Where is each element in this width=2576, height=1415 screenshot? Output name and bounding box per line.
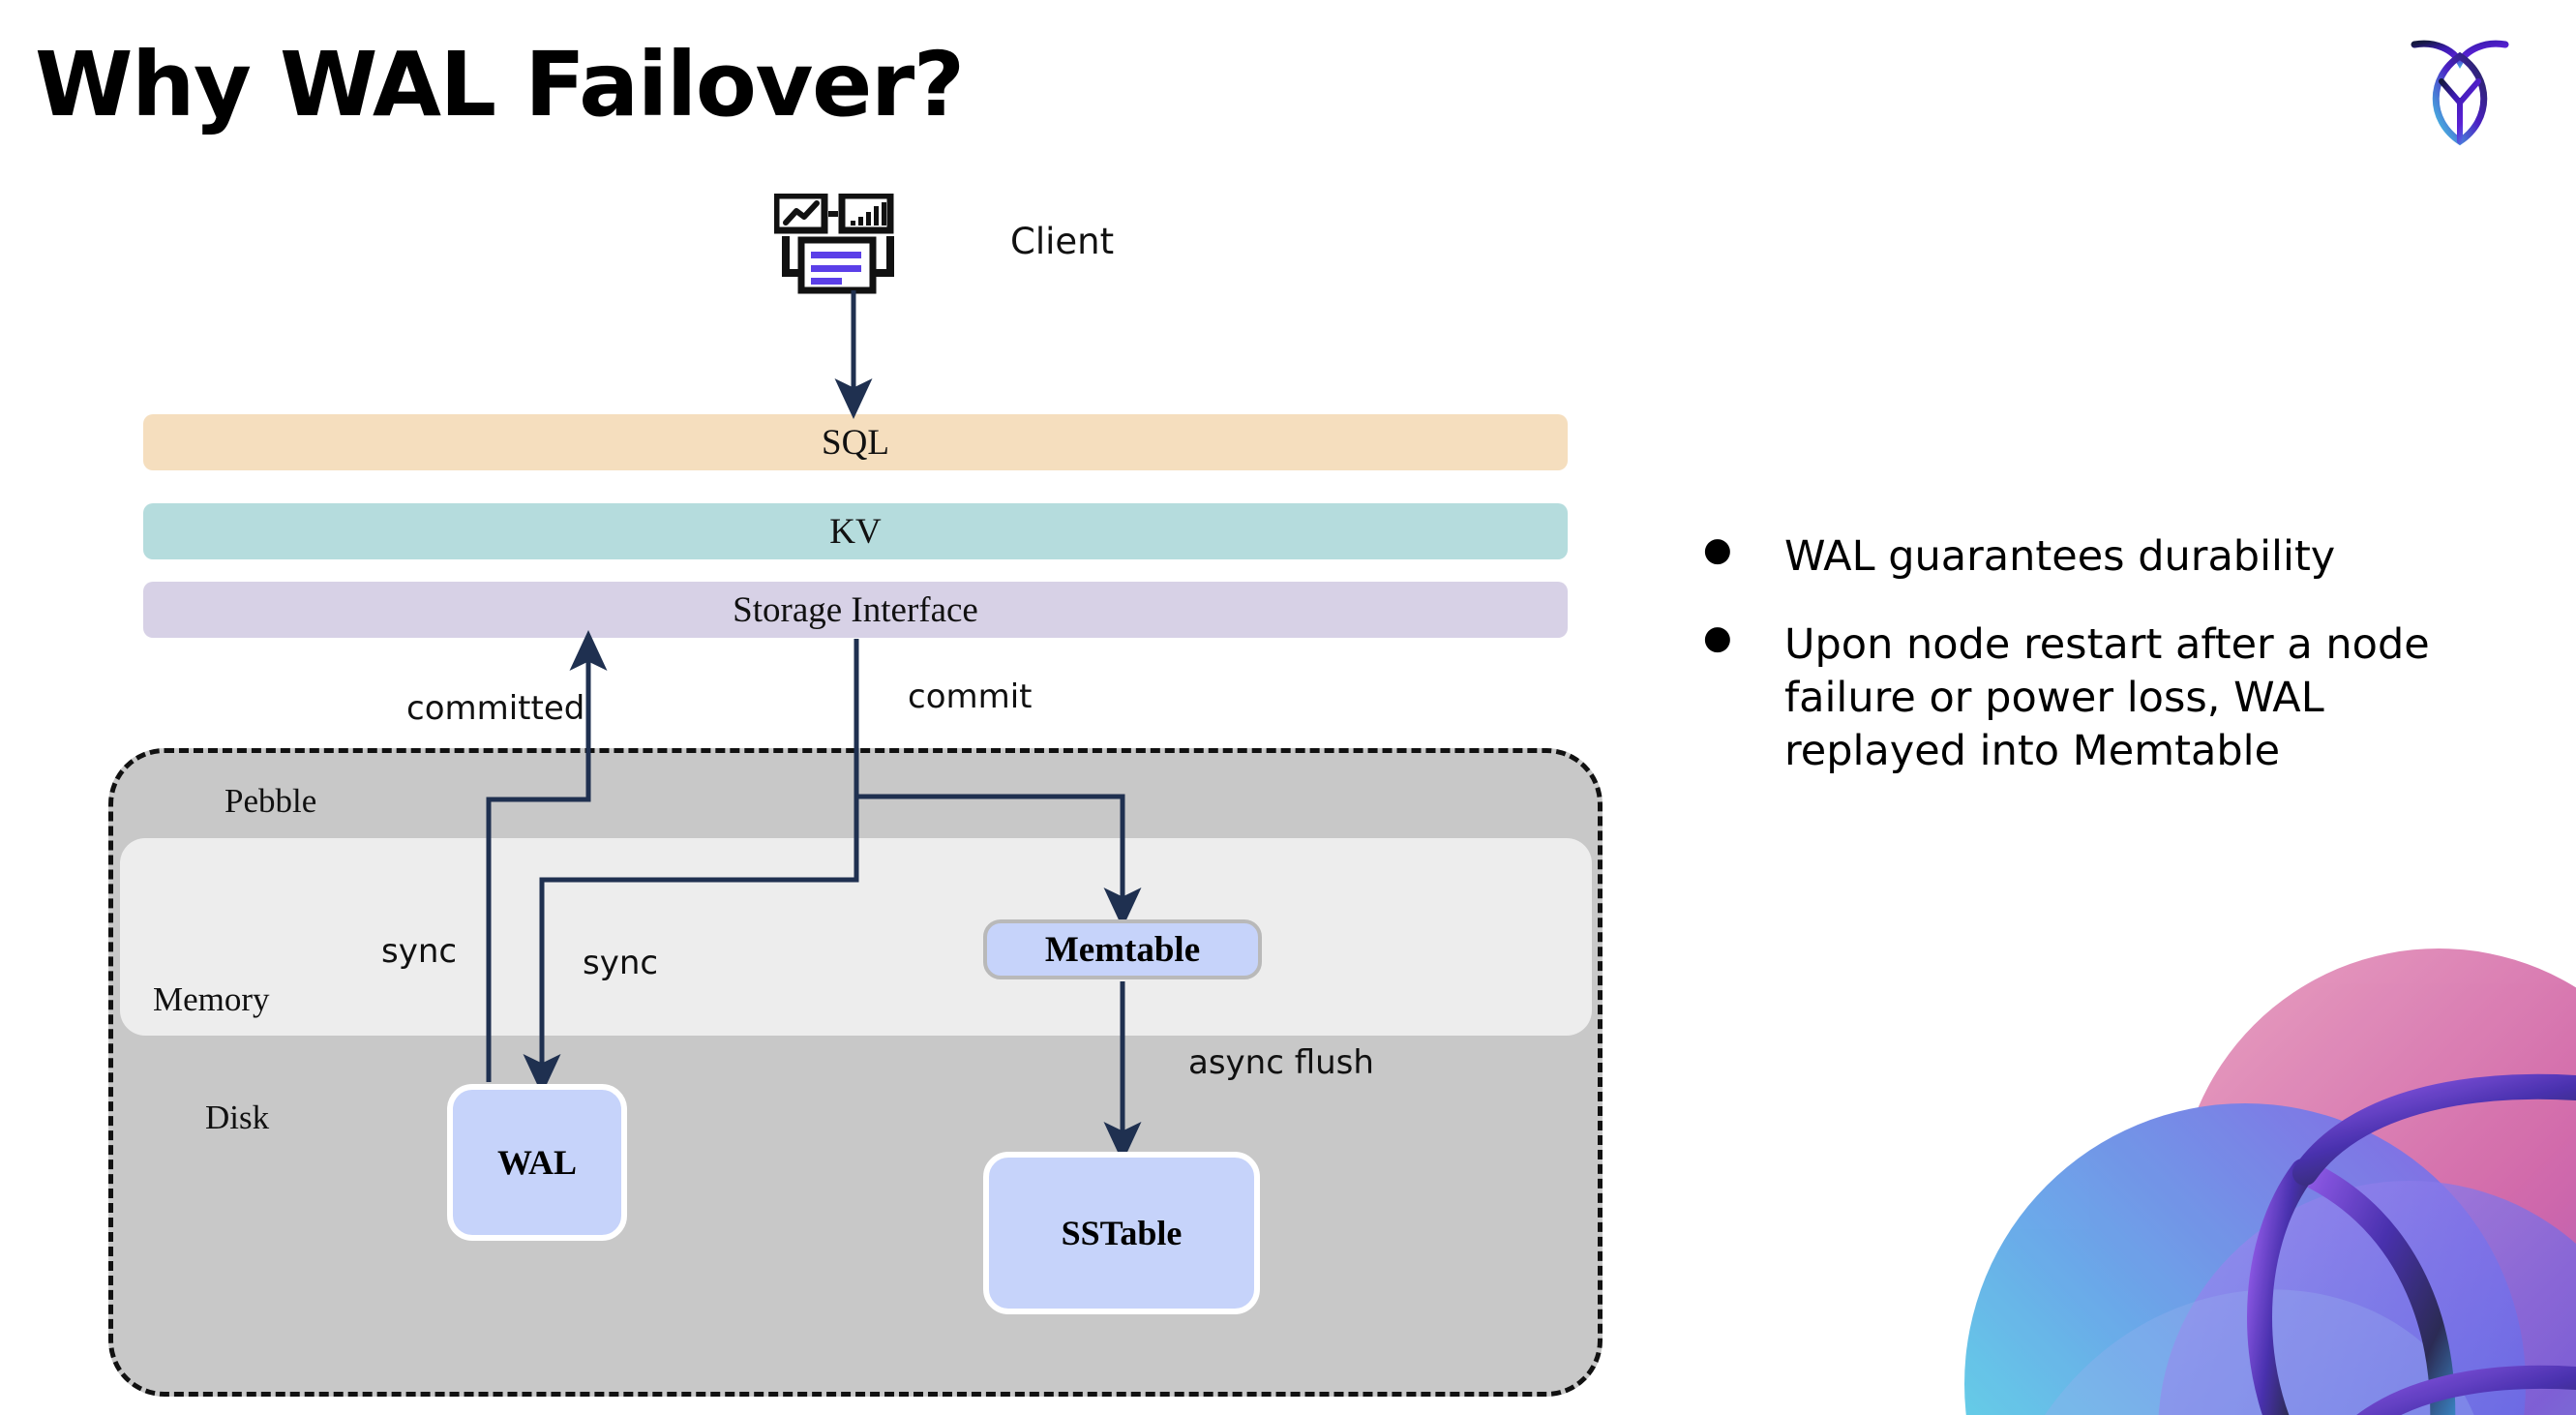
bullet-text: WAL guarantees durability: [1784, 532, 2336, 581]
node-wal-label: WAL: [496, 1143, 578, 1182]
edge-label-sync-left: sync: [381, 932, 458, 971]
layer-bar-storage-interface-label: Storage Interface: [733, 589, 978, 630]
edge-label-async-flush: async flush: [1188, 1043, 1374, 1082]
bullet-marker-icon: ●: [1703, 618, 1732, 658]
pebble-label: Pebble: [225, 782, 317, 820]
client-monitor-icon: [772, 192, 929, 300]
node-sstable-label: SSTable: [1061, 1214, 1183, 1252]
layer-bar-sql-label: SQL: [822, 422, 889, 463]
layer-bar-kv-label: KV: [829, 511, 882, 552]
layer-bar-sql: SQL: [143, 414, 1568, 470]
memory-region: [120, 838, 1592, 1036]
node-sstable: SSTable: [983, 1152, 1260, 1314]
disk-region-label: Disk: [205, 1099, 270, 1136]
node-memtable-label: Memtable: [1044, 929, 1201, 970]
node-wal: WAL: [447, 1084, 627, 1241]
list-item: ● Upon node restart after a node failure…: [1703, 618, 2506, 778]
bullet-list: ● WAL guarantees durability ● Upon node …: [1703, 530, 2506, 813]
bullet-marker-icon: ●: [1703, 530, 1732, 569]
layer-bar-kv: KV: [143, 503, 1568, 559]
edge-label-sync-right: sync: [583, 944, 659, 982]
node-memtable: Memtable: [983, 919, 1262, 979]
bullet-text: Upon node restart after a node failure o…: [1784, 620, 2430, 776]
memory-region-label: Memory: [153, 980, 270, 1018]
list-item: ● WAL guarantees durability: [1703, 530, 2506, 584]
page-title: Why WAL Failover?: [35, 33, 965, 136]
cockroach-logo-icon: [2407, 31, 2513, 147]
client-label: Client: [1010, 221, 1115, 262]
layer-bar-storage-interface: Storage Interface: [143, 582, 1568, 638]
edge-label-commit: commit: [908, 677, 1033, 716]
edge-label-committed: committed: [406, 689, 585, 728]
cockroach-logo-watermark-icon: [1955, 929, 2576, 1415]
